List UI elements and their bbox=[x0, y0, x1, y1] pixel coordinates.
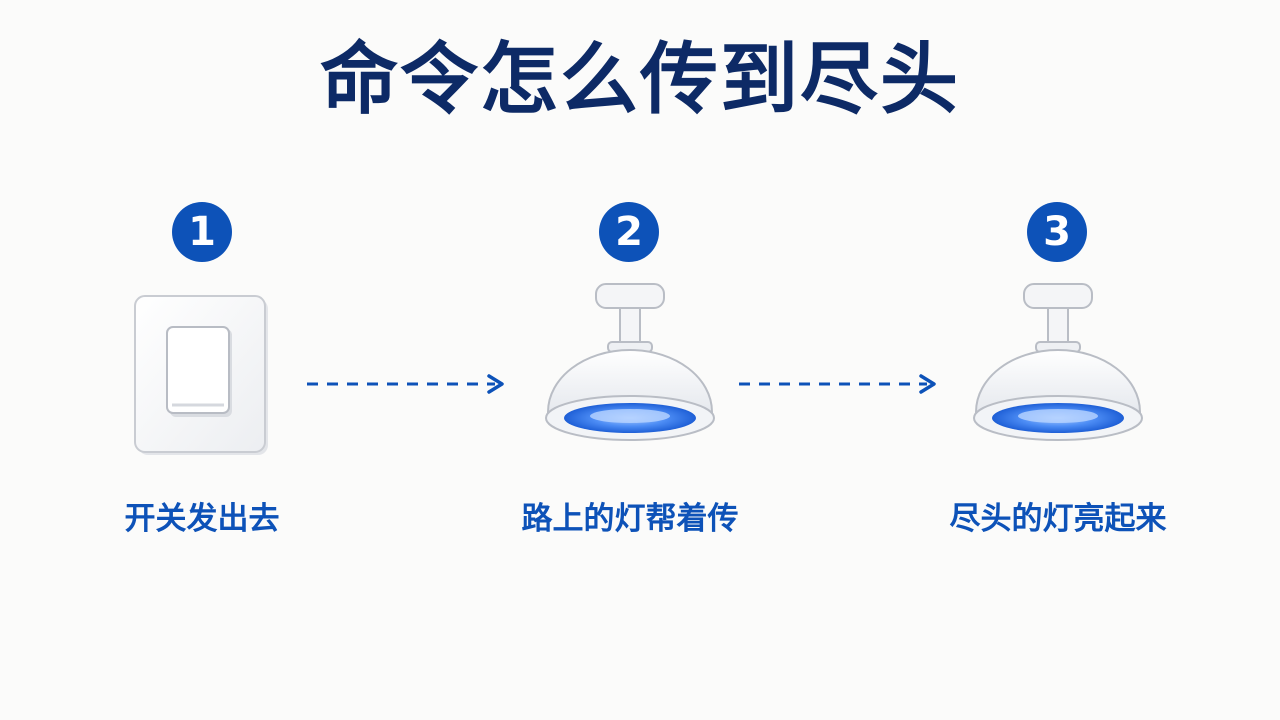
arrow-2-to-3 bbox=[739, 374, 936, 394]
step-2-label: 路上的灯帮着传 bbox=[521, 501, 739, 537]
page-title: 命令怎么传到尽头 bbox=[319, 35, 960, 125]
arrow-1-to-2 bbox=[307, 374, 504, 394]
ceiling-lamp-icon bbox=[545, 283, 715, 441]
step-1-label: 开关发出去 bbox=[124, 501, 280, 537]
ceiling-lamp-icon bbox=[973, 283, 1143, 441]
step-2-badge: 2 bbox=[599, 202, 659, 262]
step-1-badge: 1 bbox=[172, 202, 232, 262]
light-switch-icon bbox=[134, 295, 268, 455]
step-3-badge: 3 bbox=[1027, 202, 1087, 262]
step-3-label: 尽头的灯亮起来 bbox=[949, 501, 1167, 537]
